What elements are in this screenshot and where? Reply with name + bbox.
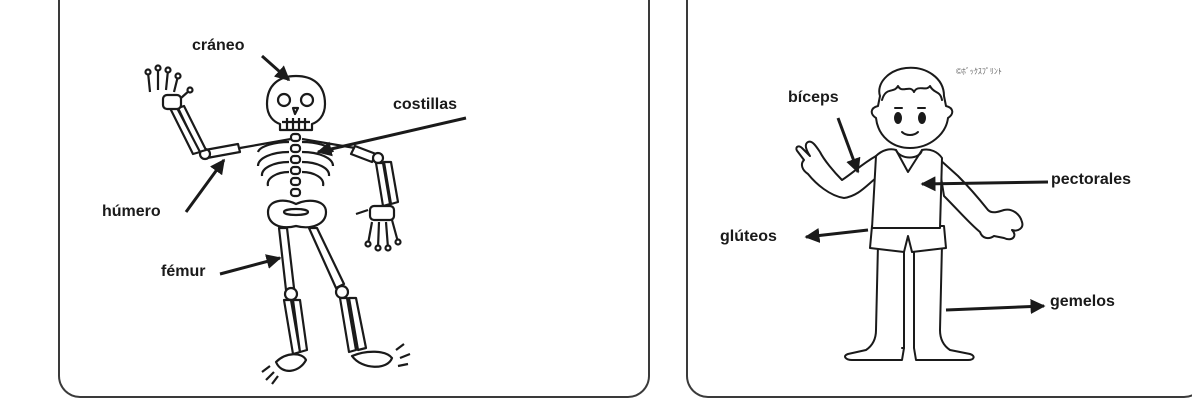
- illustration-credit: ©ﾎﾞｯｸｽﾌﾟﾘﾝﾄ: [956, 66, 1002, 77]
- arrow-cranium: [262, 56, 289, 80]
- label-calves: gemelos: [1050, 293, 1115, 311]
- arrow-ribs: [318, 118, 466, 152]
- right-arm-drawing: [351, 146, 401, 251]
- label-femur: fémur: [161, 263, 205, 281]
- arrow-femur: [220, 258, 280, 274]
- boy-left-arm-drawing: [796, 142, 876, 198]
- label-glutes: glúteos: [720, 228, 777, 246]
- right-leg-drawing: [309, 228, 410, 367]
- skeleton-figure: [146, 66, 411, 385]
- skull-drawing: [267, 76, 325, 130]
- arrow-glutes: [806, 230, 868, 237]
- boy-right-arm-drawing: [938, 158, 1022, 239]
- left-arm-drawing: [146, 66, 241, 160]
- arrow-pectorals: [922, 182, 1048, 184]
- skeleton-arrows: [186, 56, 466, 274]
- label-biceps: bíceps: [788, 89, 839, 107]
- boy-head-drawing: [872, 68, 953, 148]
- spine-drawing: [291, 134, 300, 196]
- pelvis-drawing: [268, 201, 326, 228]
- left-leg-drawing: [262, 228, 307, 384]
- label-humerus: húmero: [102, 203, 161, 221]
- arrow-calves: [946, 306, 1044, 310]
- shorts-drawing: [870, 226, 946, 252]
- tank-top-drawing: [872, 149, 942, 228]
- label-cranium: cráneo: [192, 37, 244, 55]
- boy-figure: [796, 68, 1022, 360]
- boy-legs-drawing: [845, 244, 974, 360]
- arrow-biceps: [838, 118, 858, 172]
- label-ribs: costillas: [393, 96, 457, 114]
- label-pectorals: pectorales: [1051, 171, 1131, 189]
- arrow-humerus: [186, 160, 224, 212]
